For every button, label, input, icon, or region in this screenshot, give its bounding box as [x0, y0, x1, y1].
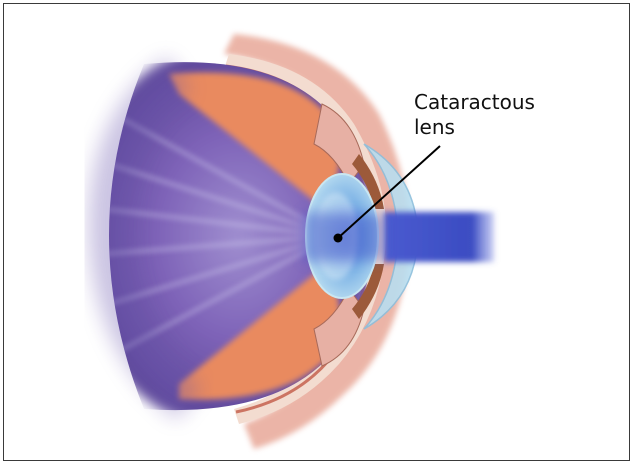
eye-cataract-diagram: Cataractous lens [4, 4, 630, 461]
diagram-frame: Cataractous lens [3, 3, 630, 461]
refracted-light [304, 212, 384, 262]
label-line-2: lens [414, 115, 455, 139]
incoming-light-beam [384, 212, 494, 262]
leader-dot [334, 234, 343, 243]
label-line-1: Cataractous [414, 90, 535, 114]
